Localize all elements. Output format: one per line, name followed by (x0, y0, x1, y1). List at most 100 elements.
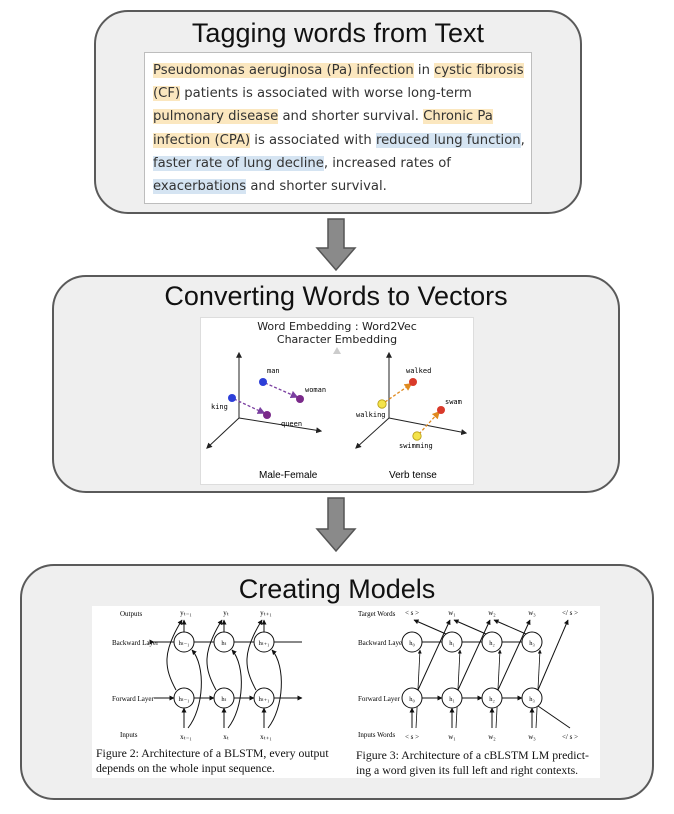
tagging-panel: Tagging words from Text Pseudomonas aeru… (94, 10, 582, 214)
forward-node-label: hₜ₊₁ (259, 696, 270, 703)
backward-node-label: hₜ (221, 640, 226, 647)
point-walking (377, 399, 387, 409)
figure-title-2: Character Embedding (277, 333, 397, 346)
row-label-forward: Forward Layer (112, 695, 154, 703)
tagging-title: Tagging words from Text (191, 18, 485, 48)
backward-node-label: h₁ (449, 640, 455, 647)
input-label: xₜ (223, 733, 229, 741)
forward-node (401, 687, 423, 709)
input-to-backward-edge (495, 649, 502, 729)
point-man (259, 378, 267, 386)
target-label: < s > (405, 609, 419, 617)
backward-node (401, 631, 423, 653)
figure-title-1: Word Embedding : Word2Vec (257, 320, 417, 333)
input-to-backward-edge (535, 649, 542, 729)
backward-node-label: h₂ (489, 640, 495, 647)
target-label: </ s > (562, 609, 578, 617)
tagged-text-box: Pseudomonas aeruginosa (Pa) infection in… (144, 52, 532, 204)
cblstm-figure: Target Words Backward Layer Forward Laye… (352, 606, 600, 778)
row-label-targets: Target Words (358, 610, 396, 618)
backward-node (481, 631, 503, 653)
vectors-title: Converting Words to Vectors (164, 281, 508, 311)
forward-to-target-edge (537, 619, 569, 691)
row-label-forward: Forward Layer (358, 695, 400, 703)
target-label: w₃ (528, 609, 536, 617)
fig2-caption-line1: Figure 2: Architecture of a BLSTM, every… (96, 746, 329, 760)
label-walking: walking (356, 411, 386, 419)
backward-to-target-edge (453, 619, 487, 635)
input-label: xₜ₊₁ (260, 733, 272, 741)
output-label: yₜ₊₁ (260, 609, 272, 617)
models-panel: Creating Models Outputs Backward Layer F… (20, 564, 654, 800)
down-arrow-icon (315, 218, 357, 272)
input-label: w₂ (488, 733, 496, 741)
row-label-inputs: Inputs Words (358, 731, 396, 739)
label-woman: woman (305, 386, 326, 394)
right-plot-caption: Verb tense (389, 470, 437, 481)
label-queen: queen (281, 420, 302, 428)
down-arrow-icon (315, 497, 357, 553)
input-to-backward-edge (415, 649, 422, 729)
target-label: w₂ (488, 609, 496, 617)
row-label-inputs: Inputs (120, 731, 138, 739)
outcome-highlight: faster rate of lung decline (153, 155, 324, 171)
forward-node-label: h₁ (449, 696, 455, 703)
backward-node (213, 631, 235, 653)
forward-node (213, 687, 235, 709)
backward-node-label: h₀ (409, 640, 415, 647)
input-edge (267, 649, 282, 729)
label-man: man (267, 367, 280, 375)
blstm-figure: Outputs Backward Layer Forward Layer Inp… (92, 606, 354, 778)
point-woman (296, 395, 304, 403)
input-edge (227, 649, 242, 729)
forward-node (253, 687, 275, 709)
fig3-caption-line2: ing a word given its full left and right… (356, 763, 579, 777)
forward-node (481, 687, 503, 709)
backward-node (521, 631, 543, 653)
point-swimming (412, 431, 422, 441)
models-title: Creating Models (238, 574, 436, 604)
forward-node (441, 687, 463, 709)
input-label: w₁ (448, 733, 456, 741)
fig2-caption-line2: depends on the whole input sequence. (96, 761, 275, 775)
plain-text: , (520, 132, 525, 148)
input-label: xₜ₋₁ (180, 733, 192, 741)
input-label: < s > (405, 733, 419, 741)
vectors-panel: Converting Words to Vectors Word Embeddi… (52, 275, 620, 493)
label-swam: swam (445, 398, 462, 406)
row-label-backward: Backward Layer (358, 639, 405, 647)
left-axes (206, 351, 323, 449)
target-label: w₁ (448, 609, 456, 617)
input-label: w₃ (528, 733, 536, 741)
point-king (228, 394, 236, 402)
output-label: yₜ₋₁ (180, 609, 192, 617)
plain-text: in (413, 63, 435, 78)
backward-node (173, 631, 195, 653)
left-plot-caption: Male-Female (259, 470, 318, 481)
row-label-outputs: Outputs (120, 610, 142, 618)
backward-to-target-edge (493, 619, 527, 635)
output-label: yₜ (223, 609, 229, 617)
plain-text: , increased rates of (323, 155, 451, 171)
label-swimming: swimming (399, 442, 433, 450)
plain-text: is associated with (250, 132, 376, 148)
outcome-highlight: exacerbations (153, 179, 247, 195)
forward-node-label: hₜ₋₁ (179, 696, 190, 703)
forward-node-label: hₜ (221, 696, 226, 703)
point-walked (409, 378, 417, 386)
label-walked: walked (406, 367, 431, 375)
tagged-paragraph: Pseudomonas aeruginosa (Pa) infection in… (153, 59, 529, 198)
triangle-icon (333, 347, 341, 354)
forward-to-target-edge (497, 619, 531, 691)
entity-highlight: pulmonary disease (153, 109, 279, 125)
point-swam (437, 406, 445, 414)
label-king: king (211, 403, 228, 411)
outcome-highlight: reduced lung function (375, 132, 521, 148)
entity-highlight: Pseudomonas aeruginosa (Pa) infection (153, 63, 414, 78)
input-to-backward-edge (455, 649, 462, 729)
word-embedding-figure: Word Embedding : Word2Vec Character Embe… (200, 317, 474, 485)
end-input-edge (537, 705, 571, 729)
embedding-plot: Word Embedding : Word2Vec Character Embe… (206, 320, 468, 481)
backward-node (441, 631, 463, 653)
forward-node (173, 687, 195, 709)
